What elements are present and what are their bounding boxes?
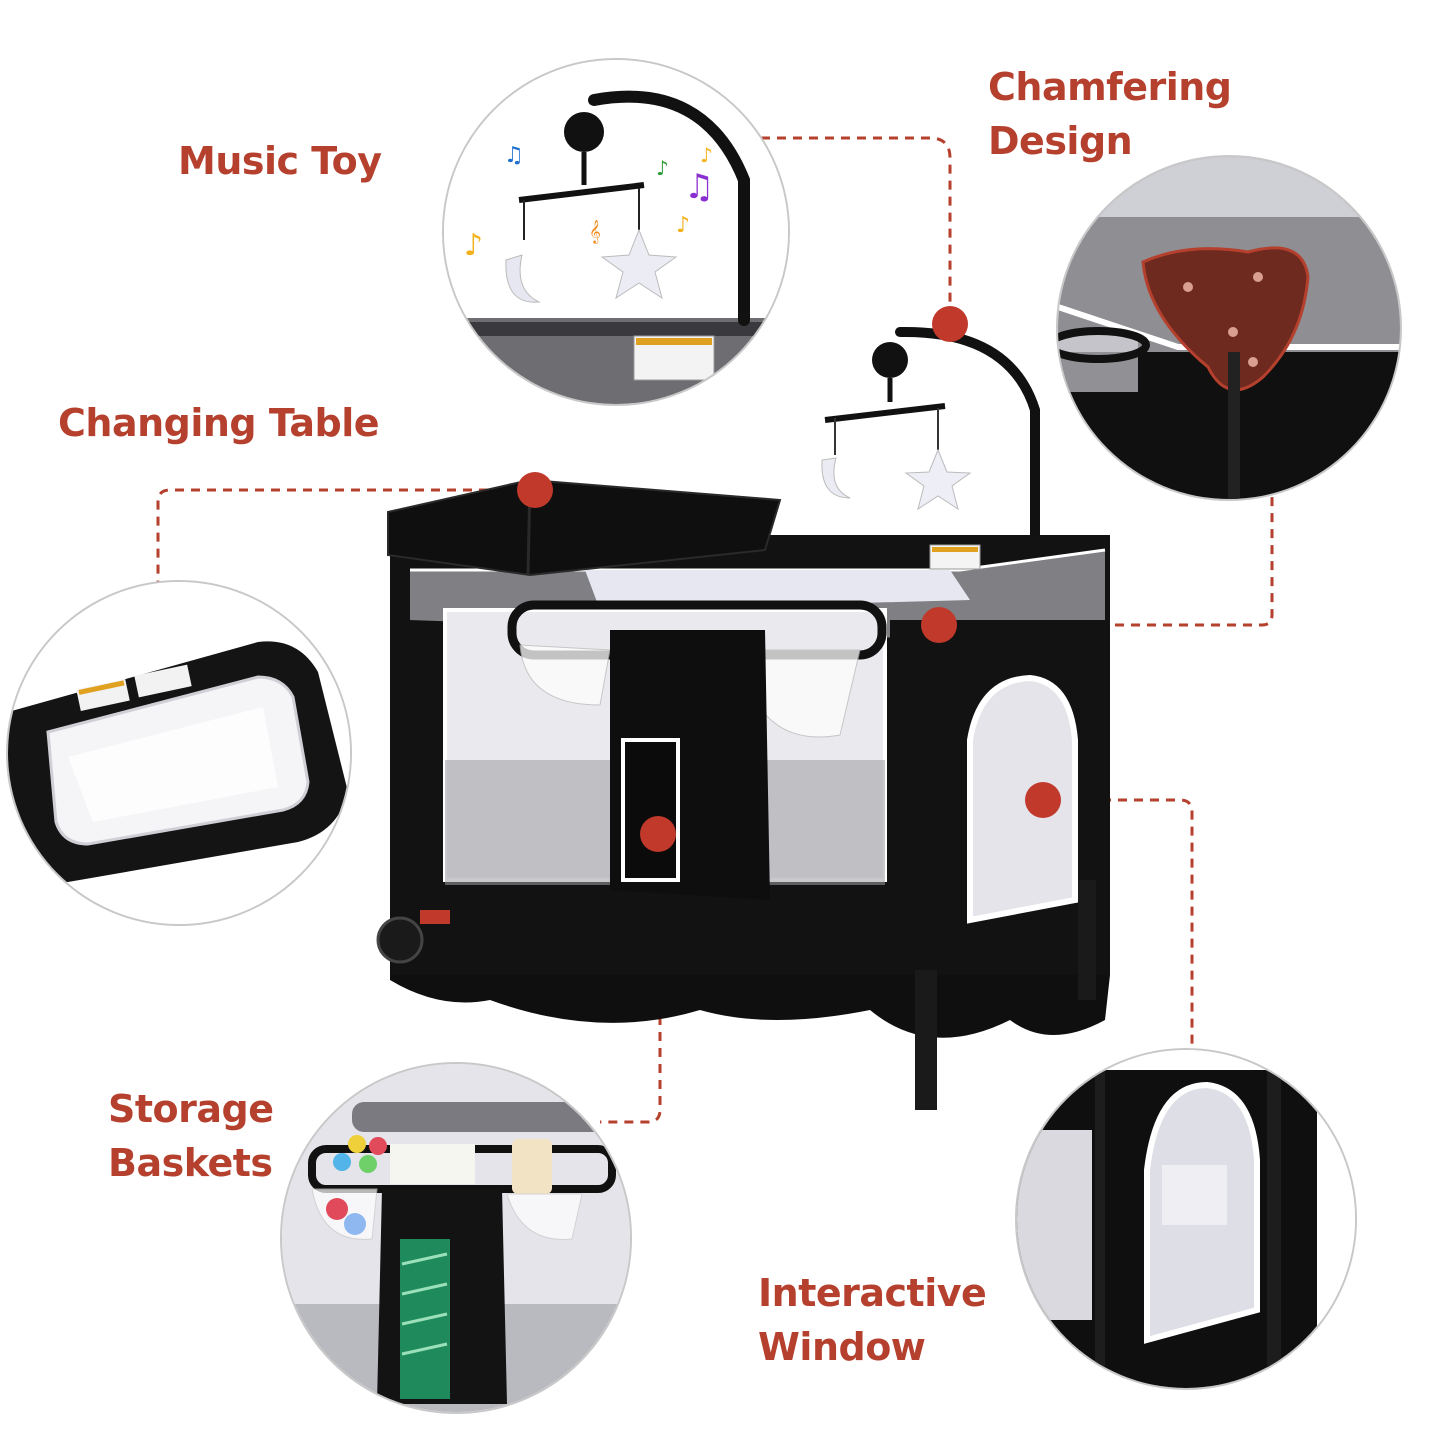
label-changing-table: Changing Table xyxy=(58,401,380,445)
star-toy xyxy=(904,448,972,511)
side-window xyxy=(967,674,1078,924)
callout-dot-changing-table xyxy=(517,472,553,508)
label-music-toy: Music Toy xyxy=(178,139,382,183)
music-note-icon: ♫ xyxy=(684,167,714,207)
brake-pedal xyxy=(420,910,450,924)
mobile-arm xyxy=(895,326,1040,555)
wheel xyxy=(376,916,424,964)
callout-dot-storage-baskets xyxy=(640,816,676,852)
changing-table-detail-image xyxy=(6,580,352,926)
music-note-icon: 𝄞 xyxy=(589,219,601,244)
music-note-icon: ♪ xyxy=(464,228,483,263)
callout-dot-interactive-window xyxy=(1025,782,1061,818)
music-note-icon: ♪ xyxy=(656,156,669,180)
moon-toy xyxy=(821,457,851,499)
interactive-window-detail-image xyxy=(1015,1048,1357,1390)
label-storage-baskets: Storage Baskets xyxy=(108,1087,274,1185)
music-note-icon: ♪ xyxy=(700,143,713,167)
music-note-icon: ♪ xyxy=(676,213,690,238)
label-interactive-window: Interactive Window xyxy=(758,1271,987,1369)
callout-dot-chamfering xyxy=(921,607,957,643)
storage-baskets-detail-image xyxy=(280,1062,632,1414)
playard-crib-product-image xyxy=(376,326,1110,1110)
label-chamfering-design: Chamfering Design xyxy=(988,65,1232,163)
music-note-icon: ♫ xyxy=(504,143,524,168)
mobile-music-box xyxy=(872,342,908,378)
callout-dot-music-toy xyxy=(932,306,968,342)
